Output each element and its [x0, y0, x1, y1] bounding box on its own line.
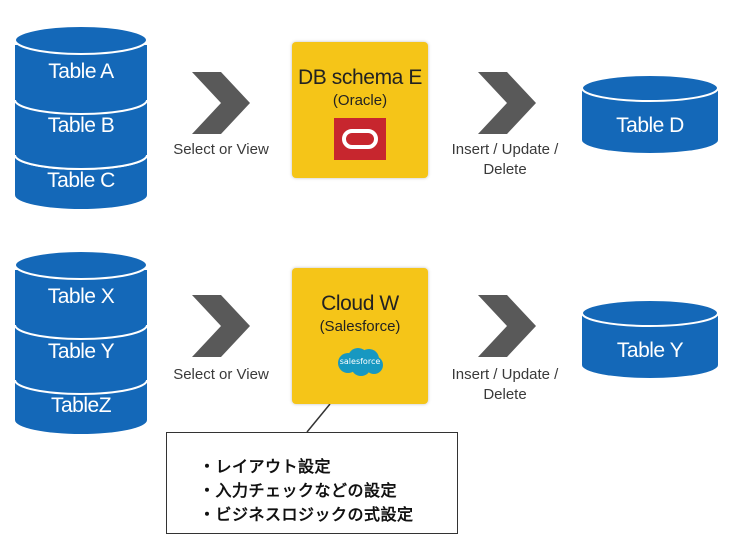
system-subtitle: (Oracle): [332, 92, 388, 109]
callout-note: ・レイアウト設定 ・入力チェックなどの設定 ・ビジネスロジックの式設定: [166, 432, 458, 534]
source-table-label: Table A: [48, 60, 114, 83]
callout-item: ・レイアウト設定: [199, 457, 332, 476]
chevron-right-icon: [478, 295, 536, 357]
write-label: Insert / Update / Delete: [440, 365, 570, 405]
write-label-line: Insert / Update /: [451, 366, 559, 383]
target-table-label: Table Y: [616, 339, 684, 362]
write-label-line: Insert / Update /: [451, 141, 559, 158]
source-db-stack-1: [14, 25, 148, 209]
chevron-right-icon: [192, 72, 250, 134]
callout-pointer: [306, 403, 331, 433]
oracle-logo-icon: [334, 118, 386, 160]
write-label-line: Delete: [483, 386, 527, 403]
source-table-label: Table C: [47, 169, 115, 192]
callout-item: ・入力チェックなどの設定: [199, 481, 398, 500]
system-subtitle: (Salesforce): [319, 318, 401, 335]
salesforce-logo-text: salesforce: [339, 357, 381, 366]
system-box-oracle: DB schema E (Oracle): [292, 42, 428, 178]
target-db-1: [581, 74, 719, 153]
system-title: Cloud W: [321, 292, 399, 315]
target-db-2: [581, 299, 719, 378]
source-db-stack-2: [14, 250, 148, 434]
system-box-salesforce: Cloud W (Salesforce) salesforce: [292, 268, 428, 404]
source-table-label: Table B: [47, 114, 115, 137]
read-label: Select or View: [173, 366, 269, 383]
system-title: DB schema E: [298, 66, 422, 89]
salesforce-logo-icon: salesforce: [336, 348, 384, 376]
target-table-label: Table D: [616, 114, 684, 137]
source-table-label: TableZ: [50, 394, 112, 417]
source-table-label: Table Y: [47, 340, 115, 363]
callout-item: ・ビジネスロジックの式設定: [199, 505, 414, 524]
write-label-line: Delete: [483, 161, 527, 178]
write-label: Insert / Update / Delete: [440, 140, 570, 180]
chevron-right-icon: [478, 72, 536, 134]
source-table-label: Table X: [47, 285, 115, 308]
read-label: Select or View: [173, 141, 269, 158]
chevron-right-icon: [192, 295, 250, 357]
